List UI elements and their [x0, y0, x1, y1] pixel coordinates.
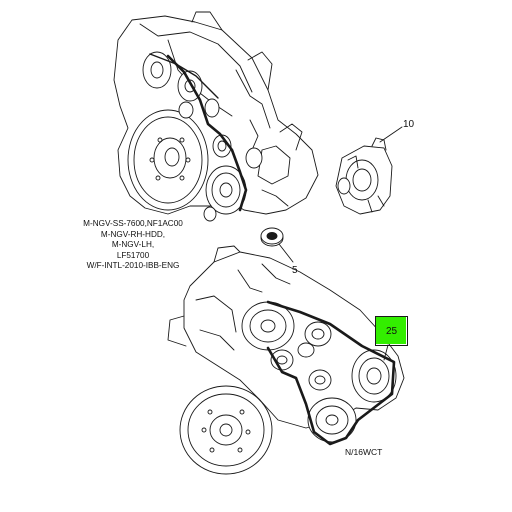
alternator-part — [335, 137, 393, 215]
callout-10[interactable]: 10 — [403, 119, 415, 130]
model-code-block: M-NGV-SS-7600,NF1AC00 M-NGV-RH-HDD, M-NG… — [62, 219, 204, 272]
leader-10 — [379, 126, 403, 143]
model-code-line: W/F-INTL-2010-IBB-ENG — [86, 261, 180, 271]
callout-5[interactable]: 5 — [292, 265, 298, 276]
model-code-line: LF51700 — [116, 250, 150, 260]
model-code-line: M-NGV-SS-7600,NF1AC00 — [83, 219, 183, 228]
lower-engine-view — [167, 245, 405, 475]
callout-25[interactable]: 25 — [375, 316, 408, 346]
model-code-line: M-NGV-LH, — [111, 240, 155, 250]
highlight-box — [375, 316, 406, 344]
leader-25 — [383, 344, 389, 361]
figure-id: N/16WCT — [345, 447, 383, 457]
leader-5 — [278, 243, 294, 263]
upper-engine-view — [113, 11, 319, 222]
drive-belt — [266, 300, 396, 446]
idler-pulley-part — [260, 227, 284, 247]
model-code-line: M-NGV-RH-HDD, — [100, 229, 166, 239]
